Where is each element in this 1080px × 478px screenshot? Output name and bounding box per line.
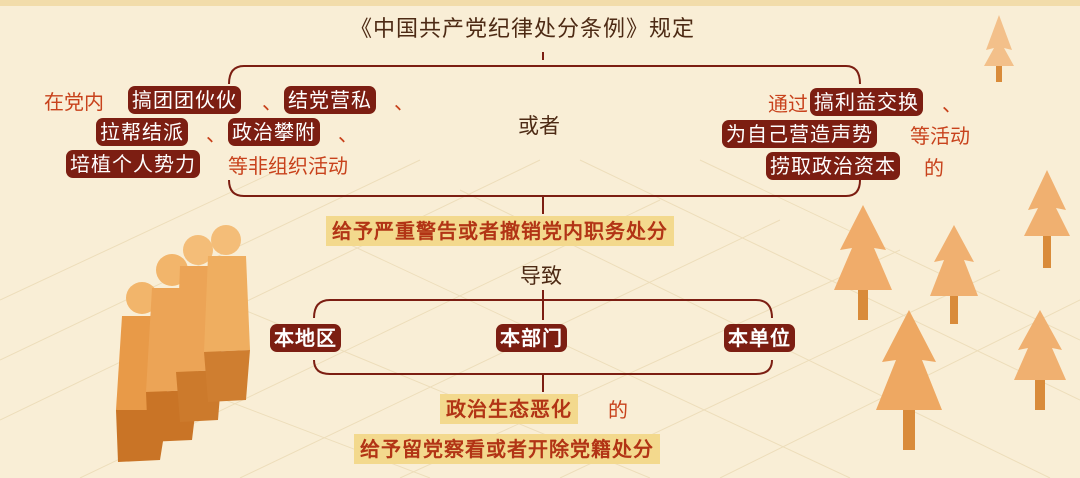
tree-icon-group xyxy=(834,15,1070,450)
right-end: 的 xyxy=(924,156,944,180)
right-prefix: 通过 xyxy=(768,92,808,116)
page-title: 《中国共产党纪律处分条例》规定 xyxy=(350,17,696,42)
people-group-icon xyxy=(116,225,250,462)
right-item-1: 搞利益交换 xyxy=(810,88,923,116)
left-item-3: 拉帮结派 xyxy=(96,118,188,146)
separator: 、 xyxy=(206,122,226,146)
tree-icon xyxy=(930,225,978,324)
right-activity: 等活动 xyxy=(910,124,970,148)
bracket-lines xyxy=(228,52,861,392)
tree-icon xyxy=(876,310,942,450)
penalty-first: 给予严重警告或者撤销党内职务处分 xyxy=(326,216,674,246)
left-suffix: 等非组织活动 xyxy=(228,154,348,178)
or-label: 或者 xyxy=(518,114,560,138)
separator: 、 xyxy=(394,90,414,114)
left-item-5: 培植个人势力 xyxy=(66,150,200,178)
scope-unit: 本单位 xyxy=(724,324,795,352)
separator: 、 xyxy=(262,90,282,114)
right-item-3: 捞取政治资本 xyxy=(766,152,900,180)
tree-icon xyxy=(1024,170,1070,268)
left-item-2: 结党营私 xyxy=(284,86,376,114)
left-item-1: 搞团团伙伙 xyxy=(128,86,241,114)
scope-region: 本地区 xyxy=(270,324,341,352)
result-end: 的 xyxy=(608,398,628,422)
right-item-2: 为自己营造声势 xyxy=(722,120,877,148)
scope-department: 本部门 xyxy=(496,324,567,352)
left-item-4: 政治攀附 xyxy=(228,118,320,146)
separator: 、 xyxy=(942,92,962,116)
separator: 、 xyxy=(338,122,358,146)
penalty-second: 给予留党察看或者开除党籍处分 xyxy=(354,434,660,464)
tree-icon xyxy=(1014,310,1066,410)
tree-icon xyxy=(834,205,892,320)
leads-to-label: 导致 xyxy=(520,264,562,288)
left-prefix: 在党内 xyxy=(44,90,104,114)
tree-icon xyxy=(984,15,1014,82)
result-highlight: 政治生态恶化 xyxy=(440,394,578,424)
